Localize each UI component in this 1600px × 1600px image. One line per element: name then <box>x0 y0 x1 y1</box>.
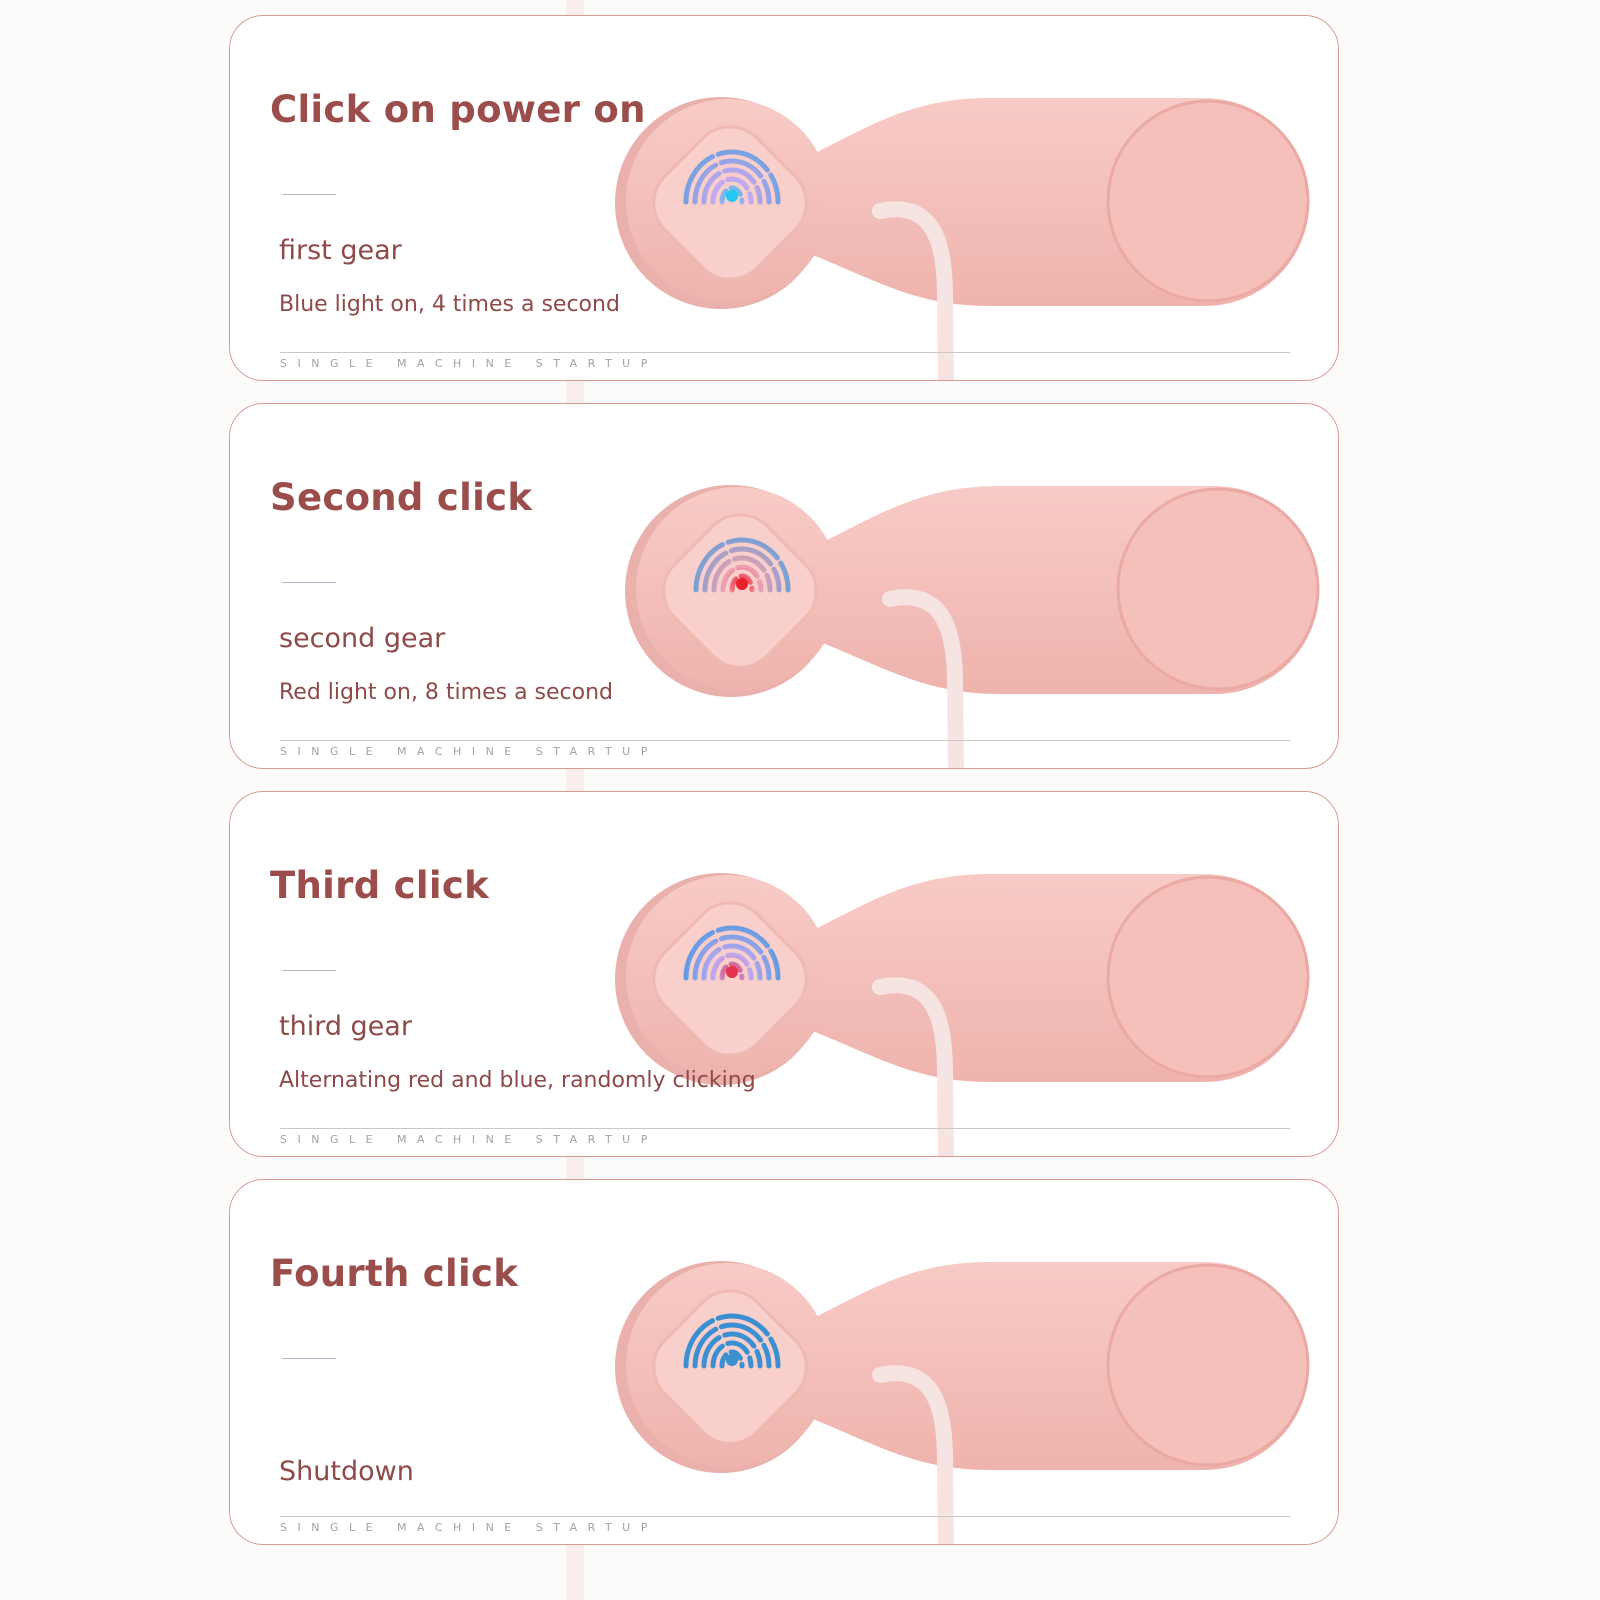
divider <box>280 352 1290 353</box>
gear-description: Alternating red and blue, randomly click… <box>279 1068 756 1093</box>
step-title: Third click <box>270 864 490 907</box>
gear-label: Shutdown <box>279 1456 414 1487</box>
massager-device-image <box>625 485 1320 768</box>
accent-dash <box>282 970 336 971</box>
step-card: Second click second gear Red light on, 8… <box>229 403 1339 769</box>
step-card: Third click third gear Alternating red a… <box>229 791 1339 1157</box>
step-title: Click on power on <box>270 88 646 131</box>
gear-description: Blue light on, 4 times a second <box>279 292 620 317</box>
step-title: Second click <box>270 476 533 519</box>
footer-label: SINGLE MACHINE STARTUP <box>280 745 658 758</box>
accent-dash <box>282 1358 336 1359</box>
massager-device-image <box>615 97 1310 380</box>
gear-label: first gear <box>279 235 402 266</box>
accent-dash <box>282 194 336 195</box>
gear-description: Red light on, 8 times a second <box>279 680 614 705</box>
step-card: Fourth click Shutdown SINGLE MACHINE STA… <box>229 1179 1339 1545</box>
step-card: Click on power on first gear Blue light … <box>229 15 1339 381</box>
divider <box>280 1516 1290 1517</box>
divider <box>280 740 1290 741</box>
divider <box>280 1128 1290 1129</box>
step-title: Fourth click <box>270 1252 519 1295</box>
gear-label: second gear <box>279 623 446 654</box>
accent-dash <box>282 582 336 583</box>
massager-device-image <box>615 873 1310 1156</box>
massager-device-image <box>615 1261 1310 1544</box>
footer-label: SINGLE MACHINE STARTUP <box>280 357 658 370</box>
gear-label: third gear <box>279 1011 412 1042</box>
footer-label: SINGLE MACHINE STARTUP <box>280 1133 658 1146</box>
footer-label: SINGLE MACHINE STARTUP <box>280 1521 658 1534</box>
